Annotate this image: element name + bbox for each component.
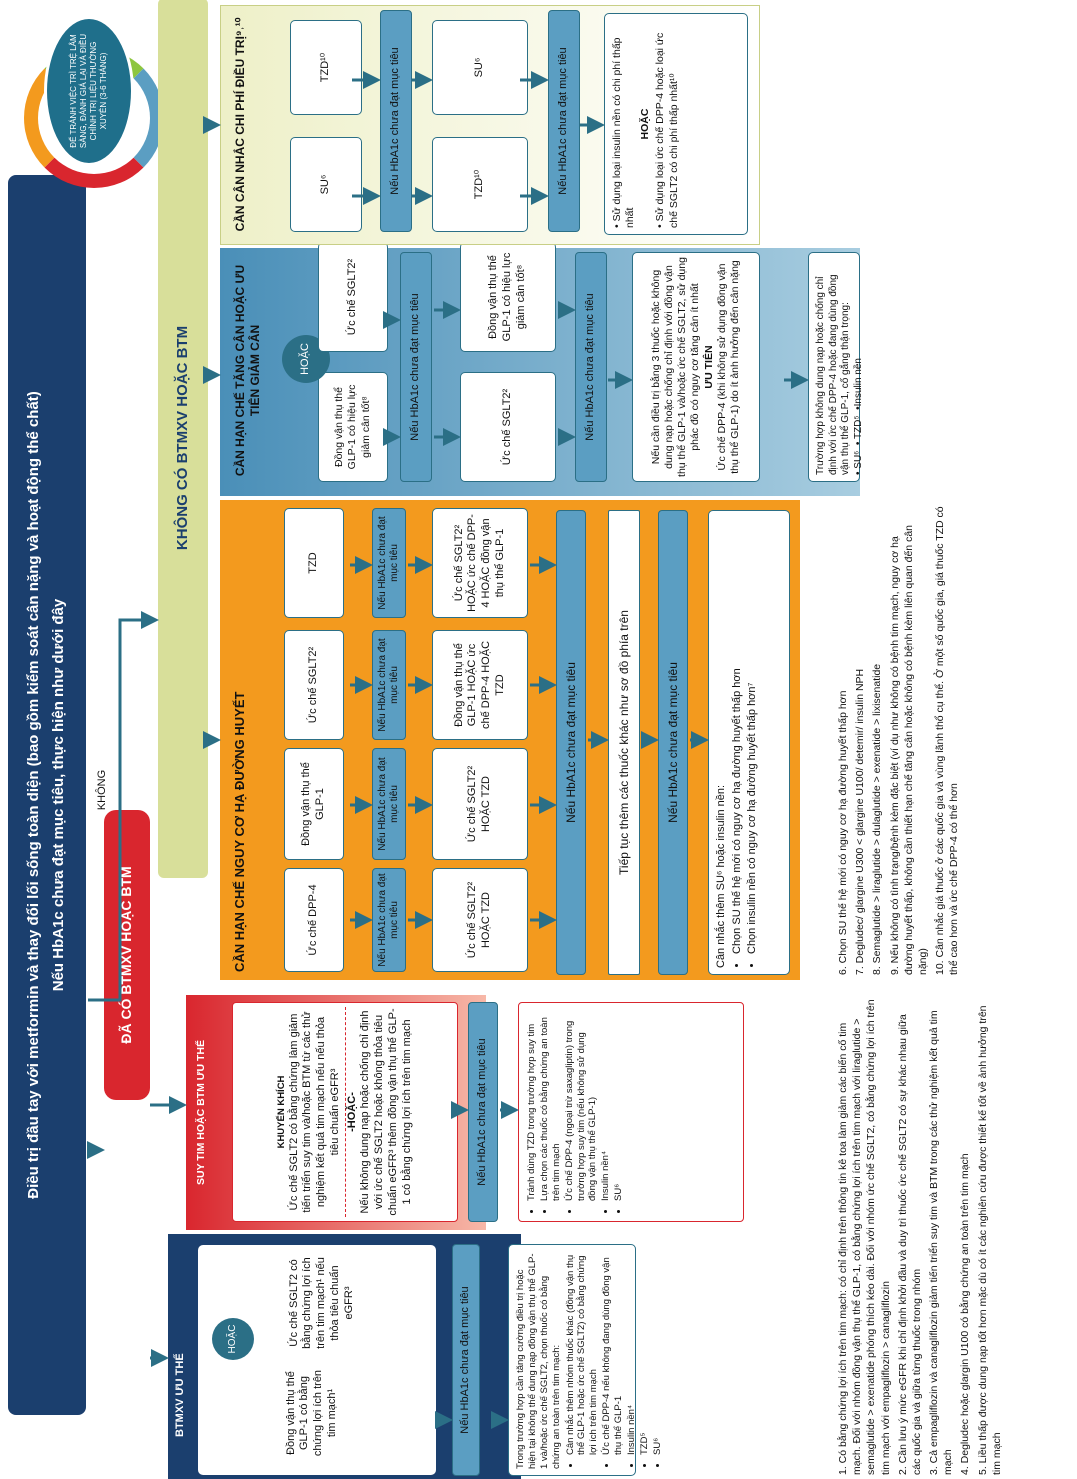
cycle-text: ĐỂ TRÁNH VIỆC TRÌ TRỆ LÂM SÀNG, ĐÁNH GIÁ… [44,16,134,166]
suytim-options: Tránh dùng TZD trong trường hợp suy tim … [518,1002,744,1222]
suytim-item: SU⁶ [613,1009,625,1201]
suytim-or: -HOẶC- [344,1007,360,1217]
btmxv-sglt2: Ức chế SGLT2 có bằng chứng lợi ích trên … [287,1257,355,1349]
hypo-final-item: Chọn SU thế hệ mới có nguy cơ hạ đường h… [731,517,745,954]
banner-line1: Điều trị đầu tay với metformin và thay đ… [25,391,43,1199]
weight-triple-text: Nếu cần điều trị bằng 3 thuốc hoặc không… [650,257,702,477]
suytim-box: KHUYẾN KHÍCH Ức chế SGLT2 có bằng chứng … [232,1002,458,1222]
footnote: 7. Degludec/ glargine U300 < glargine U1… [854,668,867,975]
weight-final: Trường hợp không dung nạp hoặc chống chỉ… [808,252,864,482]
weight-priority: ƯU TIÊN [702,345,715,389]
btmxv-glp1: Đồng vận thụ thể GLP-1 có bằng chứng lợi… [284,1369,338,1457]
cost-b1: TZD¹⁰ [432,137,528,232]
weight-second-glp1: Đồng vận thụ thể GLP-1 có hiệu lực giảm … [460,242,556,352]
weight-sglt2: Ức chế SGLT2² [318,242,388,352]
cost-final-1: • Sử dụng loại insulin nền có chi phí th… [611,37,637,229]
weight-dpp4: Ức chế DPP-4 (khi không sử dụng đồng vận… [715,260,741,474]
btmxv-item: TZD⁵ [639,1251,651,1455]
suytim-list: Tránh dùng TZD trong trường hợp suy tim … [526,1009,625,1215]
cost-target-2: Nếu HbA1c chưa đạt mục tiêu [548,10,580,232]
footnote: 3. Cả empagliflozin và canagliflozin giả… [928,1010,955,1475]
btmxv-item: Cân nhắc thêm nhóm thuốc khác (đồng vận … [565,1251,601,1455]
footnote: 9. Nếu không có tình trạng/bệnh kèm đặc … [888,525,929,975]
weight-final-item: Insulin nền [852,358,864,407]
hypo-header: CẦN HẠN CHẾ NGUY CƠ HẠ ĐƯỜNG HUYẾT [231,691,247,972]
weight-target-1: Nếu HbA1c chưa đạt mục tiêu [400,252,432,482]
btmxv-options: Trong trường hợp cần tăng cường điều trị… [508,1244,663,1476]
weight-target-2: Nếu HbA1c chưa đạt mục tiêu [575,252,607,482]
footnote: 5. Liều thấp được dung nạp tốt hơn mặc d… [976,1005,1003,1475]
branch-no: KHÔNG CÓ BTMXV HOẶC BTM [158,0,208,878]
suytim-target: Nếu HbA1c chưa đạt mục tiêu [468,1002,498,1222]
footnote: 8. Semaglutide > liraglutide > dulagluti… [871,663,884,975]
footnotes-left: 1. Có bằng chứng lợi ích trên tim mạch: … [836,995,1074,1475]
weight-second-sglt2: Ức chế SGLT2² [460,372,556,482]
hypo-final-intro: Cân nhắc thêm SU⁶ hoặc insulin nền: [715,784,727,968]
footnote: 1. Có bằng chứng lợi ích trên tim mạch: … [837,999,892,1475]
hypo-col1: Ức chế DPP-4 [284,868,344,972]
btmxv-target: Nếu HbA1c chưa đạt mục tiêu [452,1244,480,1476]
cost-target-1: Nếu HbA1c chưa đạt mục tiêu [380,10,412,232]
cost-b2: SU⁶ [432,20,528,115]
hypo-target-2: Nếu HbA1c chưa đạt mục tiêu [372,748,406,860]
hypo-final: Cân nhắc thêm SU⁶ hoặc insulin nền: Chọn… [708,510,790,975]
top-banner: Điều trị đầu tay với metformin và thay đ… [8,175,86,1415]
cost-header: CẦN CÂN NHẮC CHI PHÍ ĐIỀU TRỊ⁹˒¹⁰ [232,17,247,232]
btmxv-item: SU⁶ [652,1251,664,1455]
weight-final-list: • SU⁶ • TZD⁵ •Insulin nền [852,358,864,475]
hypo-c2: Ức chế SGLT2² HOẶC TZD [432,748,528,860]
btmxv-item: Insulin nền⁴ [626,1251,638,1455]
footnote: 10. Cân nhắc giá thuốc ở các quốc gia và… [934,506,961,975]
suytim-sub: KHUYẾN KHÍCH [275,1075,287,1149]
hypo-c1: Ức chế SGLT2² HOẶC TZD [432,868,528,972]
hypo-final-list: Chọn SU thế hệ mới có nguy cơ hạ đường h… [731,517,760,968]
suytim-text2: Nếu không dung nạp hoặc chống chỉ định v… [359,1008,413,1216]
footnote: 6. Chọn SU thế hệ mới có nguy cơ hạ đườn… [837,690,849,975]
suytim-item: Tránh dùng TZD trong trường hợp suy tim [526,1009,538,1201]
branch-yes: ĐÃ CÓ BTMXV HOẶC BTM [104,810,150,1100]
hypo-col3: Ức chế SGLT2² [284,630,344,740]
weight-glp1: Đồng vận thụ thể GLP-1 có hiệu lực giảm … [318,372,388,482]
footnotes-right: 6. Chọn SU thế hệ mới có nguy cơ hạ đườn… [836,505,1074,975]
cost-a1: SU⁶ [290,137,362,232]
footnote: 4. Degludec hoặc glargin U100 có bằng ch… [959,1153,972,1475]
weight-triple: Nếu cần điều trị bằng 3 thuốc hoặc không… [632,252,760,482]
btmxv-or-circle [212,1318,254,1360]
suytim-item: Ức chế DPP-4 (ngoại trừ saxagliptin) tro… [564,1009,600,1201]
cost-final-2-text: Sử dụng loại ức chế DPP-4 hoặc loại ức c… [654,32,680,228]
suytim-text1: Ức chế SGLT2 có bằng chứng làm giảm tiến… [287,1011,341,1213]
btmxv-item: Ức chế DPP-4 nếu không đang dùng đồng vậ… [601,1251,625,1455]
cost-final: • Sử dụng loại insulin nền có chi phí th… [604,13,748,235]
cost-final-1-text: Sử dụng loại insulin nền có chi phí thấp… [611,37,637,229]
footnote: 2. Cần lưu ý mức eGFR khi chỉ định khởi … [896,1014,923,1475]
banner-line2: Nếu HbA1c chưa đạt mục tiêu, thực hiện n… [50,598,67,992]
hypo-target-1: Nếu HbA1c chưa đạt mục tiêu [372,868,406,972]
weight-final-text: Trường hợp không dung nạp hoặc chống chỉ… [815,274,851,475]
suytim-item: Insulin nền⁴ [600,1009,612,1201]
weight-header: CẦN HẠN CHẾ TĂNG CÂN HOẶC ƯU TIÊN GIẢM C… [233,264,262,477]
btmxv-list: Cân nhắc thêm nhóm thuốc khác (đồng vận … [565,1251,664,1469]
cost-final-2: • Sử dụng loại ức chế DPP-4 hoặc loại ức… [654,32,680,228]
suytim-header: SUY TIM HOẶC BTM ƯU THẾ [195,1039,208,1186]
hypo-col4: TZD [284,508,344,618]
hypo-target-wide-2: Nếu HbA1c chưa đạt mục tiêu [658,510,688,975]
hypo-c4: Ức chế SGLT2² HOẶC ức chế DPP-4 HOẶC đồn… [432,508,528,618]
btmxv-or: HOẶC [226,1324,238,1354]
hypo-c3: Đồng vận thụ thể GLP-1 HOẶC ức chế DPP-4… [432,630,528,740]
cost-a2: TZD¹⁰ [290,20,362,115]
btmxv-header: BTMXV ƯU THẾ [174,1353,187,1437]
hypo-col2: Đồng vận thụ thể GLP-1 [284,748,344,860]
hypo-target-wide: Nếu HbA1c chưa đạt mục tiêu [556,510,586,975]
cost-final-or: HOẶC [639,108,652,140]
weight-final-item: TZD⁵ [852,415,864,440]
btmxv-intro: Trong trường hợp cần tăng cường điều trị… [515,1253,562,1470]
suytim-item: Lựa chọn các thuốc có bằng chứng an toàn… [539,1009,563,1201]
hypo-final-item: Chọn insulin nền có nguy cơ hạ đường huy… [746,517,760,955]
hypo-target-4: Nếu HbA1c chưa đạt mục tiêu [372,508,406,618]
hypo-continue: Tiếp tục thêm các thuốc khác như sơ đồ p… [608,510,640,975]
hypo-target-3: Nếu HbA1c chưa đạt mục tiêu [372,630,406,740]
weight-final-item: SU⁶ [852,450,864,469]
cycle-graphic: ♟ ĐỂ TRÁNH VIỆC TRÌ TRỆ LÂM SÀNG, ĐÁNH G… [4,8,189,208]
